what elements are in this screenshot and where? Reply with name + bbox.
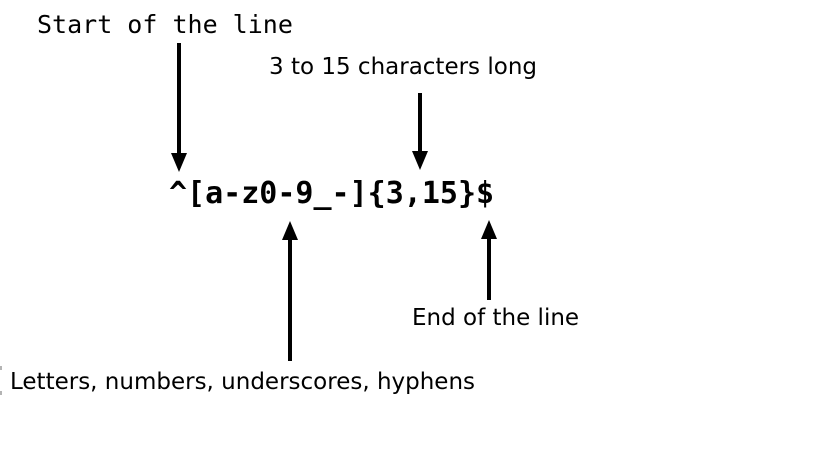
end-of-line-label: End of the line (412, 305, 580, 331)
charset-label: Letters, numbers, underscores, hyphens (10, 369, 476, 395)
arrow-head (412, 151, 428, 170)
arrow-head (282, 221, 298, 240)
regex-pattern: ^[a-z0-9_-]{3,15}$ (169, 176, 495, 211)
start-of-line-label: Start of the line (37, 10, 293, 39)
length-label: 3 to 15 characters long (269, 54, 537, 80)
arrow-head (481, 220, 497, 239)
arrow-head (171, 153, 187, 172)
arrow-shaft (418, 93, 422, 153)
arrow-shaft (487, 237, 491, 300)
arrow-up-icon (282, 221, 298, 361)
left-edge-artifact (0, 366, 2, 370)
arrow-down-icon (171, 43, 187, 172)
arrow-shaft (288, 238, 292, 361)
arrow-down-icon (412, 93, 428, 170)
arrow-shaft (177, 43, 181, 155)
left-edge-artifact (0, 391, 2, 395)
arrow-up-icon (481, 220, 497, 300)
